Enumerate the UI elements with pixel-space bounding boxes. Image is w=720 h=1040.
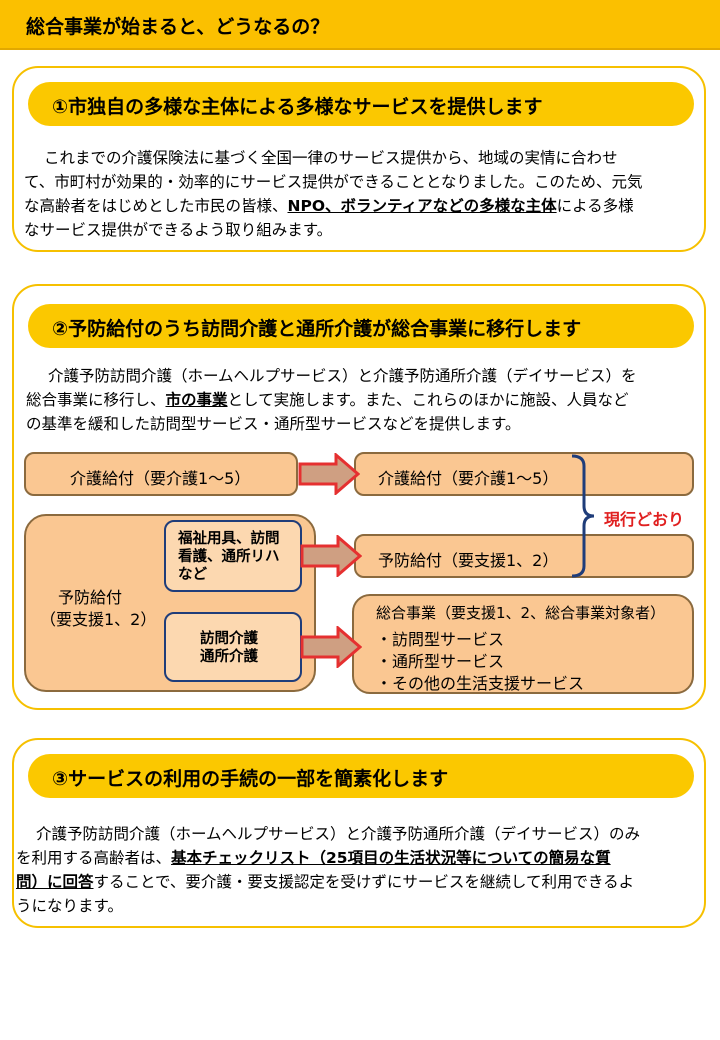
inner-home-care-label: 訪問介護 [200,631,258,647]
section-1-line-3-pre: な高齢者をはじめとした市民の皆様、 [24,197,288,215]
arrow-care-benefit [298,453,360,495]
inner-home-day-care-box: 訪問介護 通所介護 [164,612,302,682]
page-title: 総合事業が始まると、どうなるの？ [26,16,330,38]
right-care-benefit-label: 介護給付（要介護1～5） [378,469,559,488]
section-1-line-4: なサービス提供ができるよう取り組みます。 [24,221,333,239]
inner-other-services-line-2: 看護、通所リハ [178,549,280,565]
section-3-line-2-pre: を利用する高齢者は、 [16,849,172,867]
left-prevention-label-1: 予防給付 [58,588,123,607]
left-care-benefit-label: 介護給付（要介護1～5） [70,469,251,488]
section-3-panel: ③サービスの利用の手続の一部を簡素化します 介護予防訪問介護（ホームヘルプサービ… [12,738,706,928]
inner-other-services-line-3: など [178,567,207,583]
comprehensive-item-other: ・その他の生活支援サービス [376,674,585,693]
inner-other-services-box: 福祉用具、訪問 看護、通所リハ など [164,520,302,592]
section-1-body: これまでの介護保険法に基づく全国一律のサービス提供から、地域の実情に合わせ て、… [24,146,704,242]
section-1-line-2: て、市町村が効果的・効率的にサービス提供ができることとなりました。このため、元気 [24,173,643,191]
section-1-underlined-text: NPO、ボランティアなどの多様な主体 [287,197,557,215]
arrow-comprehensive-project [300,626,362,668]
section-3-underlined-text-1: 基本チェックリスト（25項目の生活状況等についての簡易な質 [171,849,611,867]
comprehensive-item-visit: ・訪問型サービス [376,630,505,649]
section-3-line-4: うになります。 [16,897,123,915]
left-prevention-label-2: （要支援1、2） [40,610,157,629]
section-2-underlined-text: 市の事業 [165,391,228,409]
section-3-line-1: 介護予防訪問介護（ホームヘルプサービス）と介護予防通所介護（デイサービス）のみ [36,825,641,843]
section-2-line-1: 介護予防訪問介護（ホームヘルプサービス）と介護予防通所介護（デイサービス）を [48,367,637,385]
section-3-line-3: 問）に回答することで、要介護・要支援認定を受けずにサービスを継続して利用できるよ [16,870,706,894]
page-header: 総合事業が始まると、どうなるの？ [0,0,720,50]
section-2-line-3: の基準を緩和した訪問型サービス・通所型サービスなどを提供します。 [26,415,521,433]
section-3-heading: ③サービスの利用の手続の一部を簡素化します [52,768,449,790]
left-care-benefit-box: 介護給付（要介護1～5） [24,452,298,496]
section-1-panel: ①市独自の多様な主体による多様なサービスを提供します これまでの介護保険法に基づ… [12,66,706,252]
section-2-heading: ②予防給付のうち訪問介護と通所介護が総合事業に移行します [52,318,582,340]
section-2-body: 介護予防訪問介護（ホームヘルプサービス）と介護予防通所介護（デイサービス）を 総… [26,364,706,436]
arrow-prevention-benefit [300,535,362,577]
section-1-heading: ①市独自の多様な主体による多様なサービスを提供します [52,96,543,118]
section-2-line-2-pre: 総合事業に移行し、 [26,391,166,409]
section-1-heading-pill: ①市独自の多様な主体による多様なサービスを提供します [28,82,694,126]
comprehensive-project-title: 総合事業（要支援1、2、総合事業対象者） [376,604,666,622]
right-prevention-benefit-label: 予防給付（要支援1、2） [378,551,559,570]
section-2-line-2-post: として実施します。また、これらのほかに施設、人員など [227,391,629,409]
section-3-heading-pill: ③サービスの利用の手続の一部を簡素化します [28,754,694,798]
section-1-line-1: これまでの介護保険法に基づく全国一律のサービス提供から、地域の実情に合わせ [44,149,618,167]
section-1-line-3: な高齢者をはじめとした市民の皆様、NPO、ボランティアなどの多様な主体による多様 [24,194,704,218]
right-care-benefit-box: 介護給付（要介護1～5） [354,452,694,496]
section-2-line-2: 総合事業に移行し、市の事業として実施します。また、これらのほかに施設、人員など [26,388,706,412]
current-brace [571,454,595,578]
section-3-line-2: を利用する高齢者は、基本チェックリスト（25項目の生活状況等についての簡易な質 [16,846,706,870]
section-3-body: 介護予防訪問介護（ホームヘルプサービス）と介護予防通所介護（デイサービス）のみ … [16,822,706,918]
inner-other-services-line-1: 福祉用具、訪問 [178,531,280,547]
comprehensive-item-day: ・通所型サービス [376,652,505,671]
inner-day-care-label: 通所介護 [200,649,258,665]
section-1-line-3-post: による多様 [556,197,634,215]
right-prevention-benefit-box: 予防給付（要支援1、2） [354,534,694,578]
comprehensive-project-box: 総合事業（要支援1、2、総合事業対象者） ・訪問型サービス ・通所型サービス ・… [352,594,694,694]
current-label: 現行どおり [604,510,685,529]
section-3-underlined-text-2: 問）に回答 [16,873,94,891]
section-2-heading-pill: ②予防給付のうち訪問介護と通所介護が総合事業に移行します [28,304,694,348]
section-3-line-3-post: することで、要介護・要支援認定を受けずにサービスを継続して利用できるよ [93,873,635,891]
